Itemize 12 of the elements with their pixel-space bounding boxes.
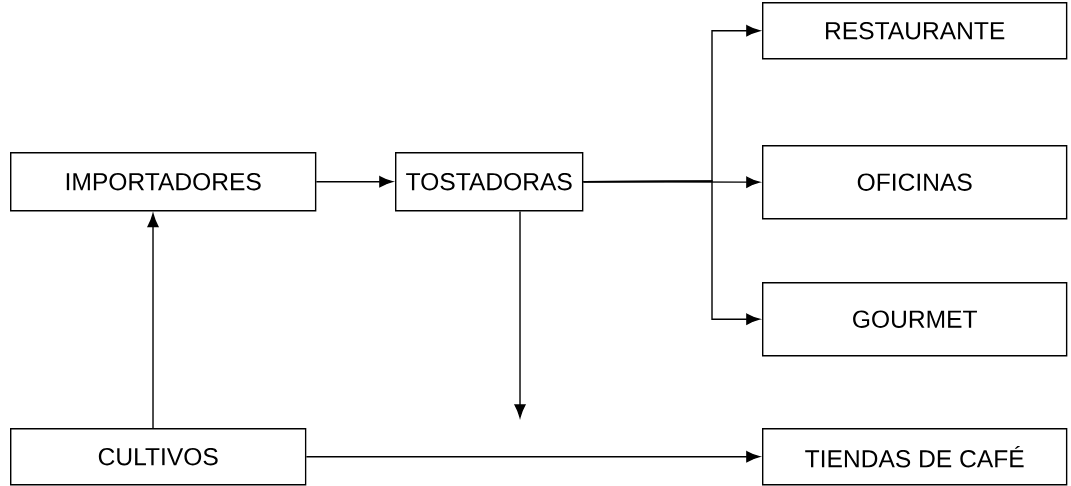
arrow — [315, 176, 393, 188]
arrow — [514, 210, 526, 418]
arrow — [147, 213, 159, 429]
process-box: GOURMET — [762, 282, 1068, 357]
process-box: CULTIVOS — [10, 428, 307, 486]
process-box: OFICINAS — [762, 145, 1068, 220]
process-box: IMPORTADORES — [10, 152, 317, 212]
arrow — [305, 451, 760, 463]
process-box: TIENDAS DE CAFÉ — [762, 428, 1068, 486]
arrow — [582, 180, 760, 325]
process-box: TOSTADORAS — [395, 152, 584, 212]
process-box: RESTAURANTE — [762, 2, 1068, 60]
